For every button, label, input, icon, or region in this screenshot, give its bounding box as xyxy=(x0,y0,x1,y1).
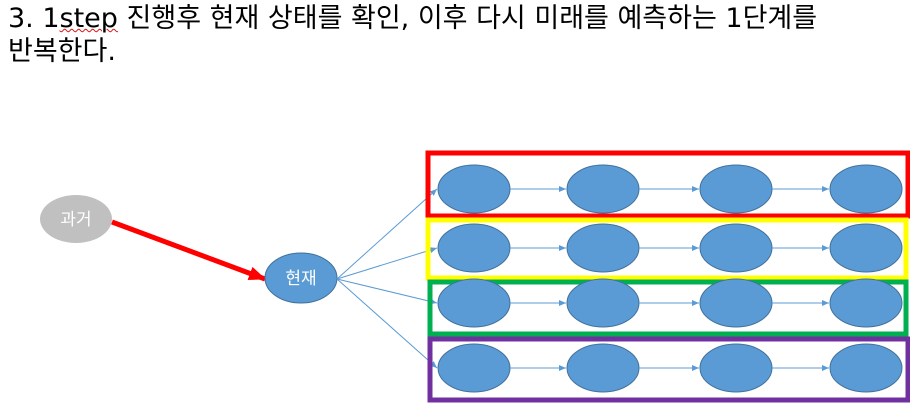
row-1-frame xyxy=(425,150,910,219)
future-row-frames xyxy=(425,150,910,403)
future-node-r4-c1 xyxy=(437,343,511,393)
future-node-r2-c1 xyxy=(437,223,511,273)
present-node-label: 현재 xyxy=(285,269,316,289)
future-node-r3-c3 xyxy=(699,278,773,328)
present-to-row-1-connector xyxy=(336,188,438,280)
present-to-row-3-connector xyxy=(336,278,438,305)
future-node-r3-c2 xyxy=(566,278,640,328)
title-step-word: step xyxy=(59,3,118,34)
row-3-frame xyxy=(427,279,909,337)
future-node-r4-c2 xyxy=(566,343,640,393)
slide-title: 3. 1step 진행후 현재 상태를 확인, 이후 다시 미래를 예측하는 1… xyxy=(8,2,903,68)
future-node-r1-c1 xyxy=(437,164,511,214)
future-node-r1-c3 xyxy=(699,164,773,214)
future-node-r4-c3 xyxy=(699,343,773,393)
row-2-frame xyxy=(425,217,909,281)
future-node-r4-c4 xyxy=(829,343,903,393)
present-to-row-2-connector xyxy=(336,247,438,280)
future-node-r3-c1 xyxy=(437,278,511,328)
future-node-r2-c2 xyxy=(566,223,640,273)
future-node-r1-c2 xyxy=(566,164,640,214)
future-node-r2-c3 xyxy=(699,223,773,273)
present-to-future-connectors xyxy=(336,188,438,369)
past-node-label: 과거 xyxy=(60,210,91,230)
title-line2: 반복한다. xyxy=(8,36,116,67)
past-to-present-arrow xyxy=(111,219,266,282)
future-nodes xyxy=(437,164,903,393)
future-node-r2-c4 xyxy=(829,223,903,273)
row-4-frame xyxy=(427,336,910,403)
past-node xyxy=(40,195,112,243)
present-to-row-4-connector xyxy=(336,278,438,369)
title-prefix: 3. 1 xyxy=(8,3,60,34)
present-node xyxy=(264,252,338,304)
title-line1-rest: 진행후 현재 상태를 확인, 이후 다시 미래를 예측하는 1단계를 xyxy=(117,3,818,34)
future-node-r1-c4 xyxy=(829,164,903,214)
future-node-r3-c4 xyxy=(829,278,903,328)
